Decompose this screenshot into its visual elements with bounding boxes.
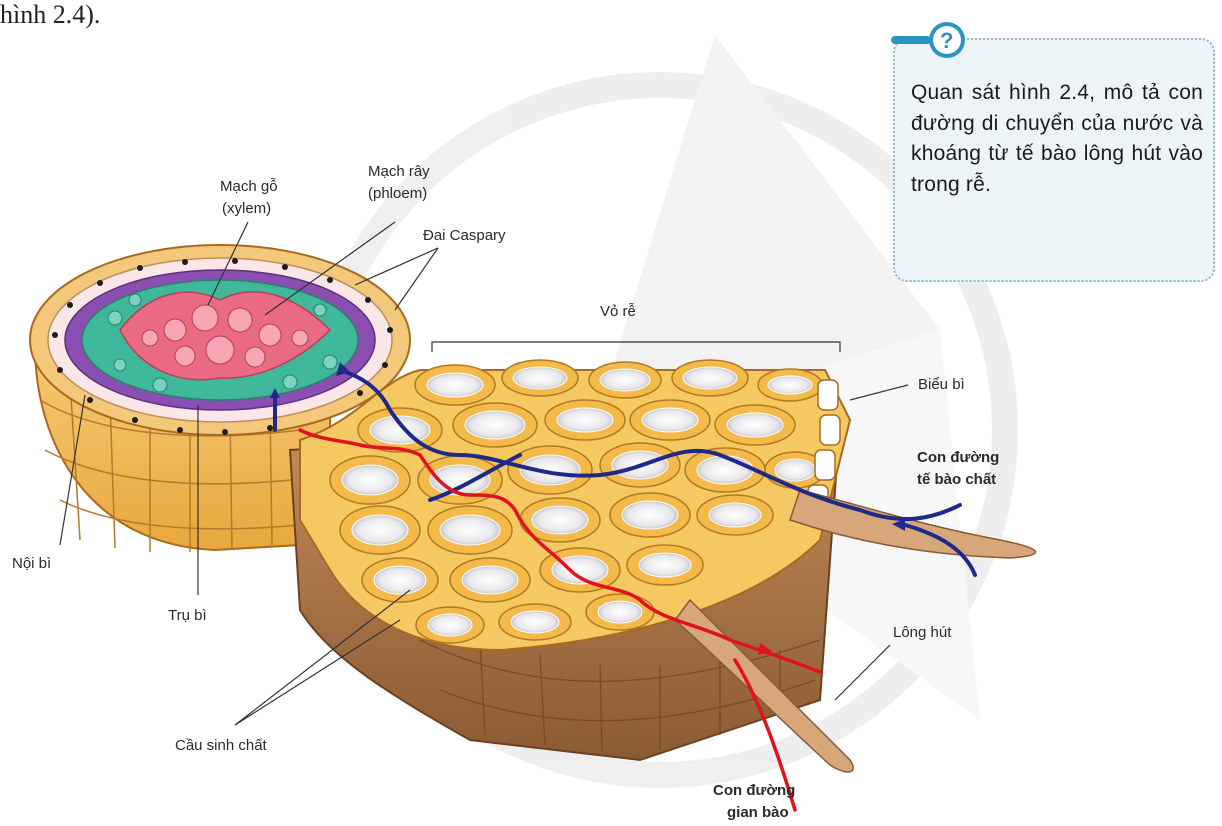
label-cau-sinh-chat: Cầu sinh chất	[175, 737, 268, 754]
svg-text:?: ?	[940, 28, 953, 53]
label-con-duong-gian-bao-2: gian bào	[727, 804, 789, 821]
label-dai-caspary: Đai Caspary	[423, 227, 506, 244]
question-mark-icon: ?	[891, 18, 977, 64]
label-mach-ray-1: Mạch rây	[368, 163, 430, 180]
label-vo-re: Vỏ rễ	[600, 303, 636, 320]
label-con-duong-te-bao-chat-2: tế bào chất	[917, 471, 996, 488]
label-long-hut: Lông hút	[893, 624, 952, 641]
label-bieu-bi: Biểu bì	[918, 376, 965, 393]
label-con-duong-gian-bao-1: Con đường	[713, 782, 795, 799]
label-tru-bi: Trụ bì	[168, 607, 207, 624]
label-noi-bi: Nội bì	[12, 555, 51, 572]
label-con-duong-te-bao-chat-1: Con đường	[917, 449, 999, 466]
question-text: Quan sát hình 2.4, mô tả con đường di ch…	[911, 78, 1203, 200]
label-mach-go-1: Mạch gỗ	[220, 178, 278, 195]
label-mach-ray-2: (phloem)	[368, 185, 427, 202]
question-box: ? Quan sát hình 2.4, mô tả con đường di …	[893, 38, 1215, 282]
label-mach-go-2: (xylem)	[222, 200, 271, 217]
